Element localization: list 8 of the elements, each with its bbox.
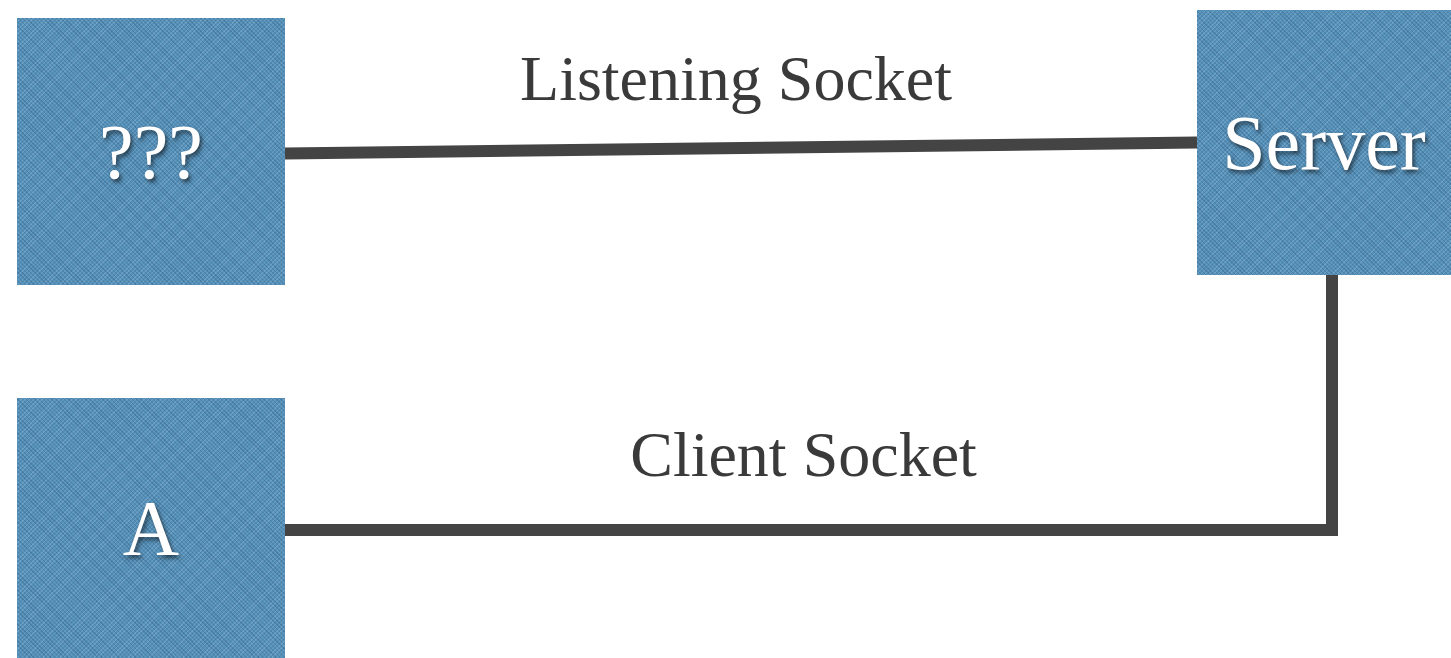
- node-label: A: [122, 483, 180, 573]
- connector-line: [284, 136, 1198, 160]
- connector-line: [285, 275, 1338, 536]
- node-box: [1197, 10, 1451, 275]
- node-label: ???: [99, 106, 203, 197]
- node-box: [17, 18, 285, 285]
- node-box: [17, 398, 285, 658]
- node-label: Server: [1222, 97, 1426, 188]
